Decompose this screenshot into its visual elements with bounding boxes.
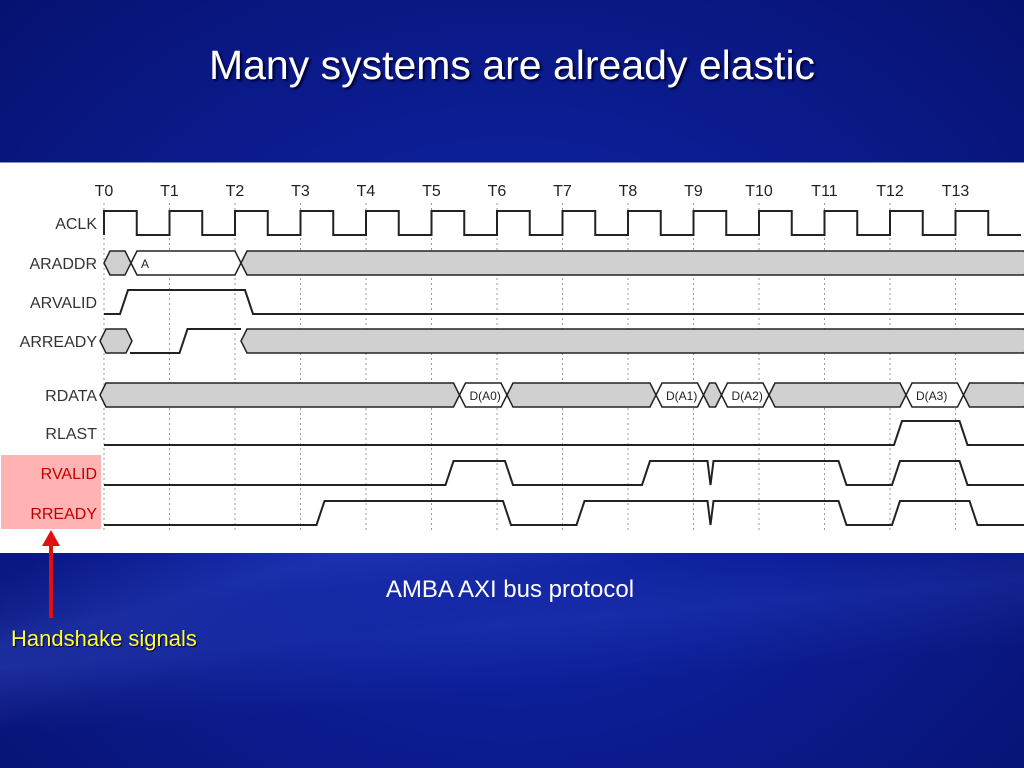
signal-label-rdata: RDATA: [45, 388, 97, 405]
rdata-grey-3: [702, 382, 723, 408]
rdata-grey-4: [768, 382, 907, 408]
tick-label-t10: T10: [745, 183, 773, 200]
tick-label-t9: T9: [684, 183, 703, 200]
tick-label-t11: T11: [811, 183, 837, 200]
signal-label-araddr: ARADDR: [29, 256, 97, 273]
rdata-value-a2-label: D(A2): [732, 389, 763, 403]
tick-label-t8: T8: [619, 183, 638, 200]
tick-label-t3: T3: [291, 183, 310, 200]
rdata-value-a0-label: D(A0): [470, 389, 501, 403]
arready-waveform: [130, 328, 241, 354]
signal-label-rvalid: RVALID: [41, 466, 97, 483]
tick-label-t0: T0: [95, 183, 114, 200]
rready-waveform: [104, 500, 1024, 526]
arready-grey-end: [240, 328, 1024, 354]
araddr-value-a-label: A: [141, 257, 149, 271]
araddr-grey-start: [103, 250, 132, 276]
rlast-waveform: [104, 420, 1024, 446]
rdata-value-a3-label: D(A3): [916, 389, 947, 403]
arrow-head-icon: [42, 530, 60, 546]
signal-label-arready: ARREADY: [20, 334, 98, 351]
arvalid-waveform: [104, 289, 1024, 315]
tick-label-t13: T13: [942, 183, 970, 200]
rdata-grey-2: [506, 382, 657, 408]
tick-label-t6: T6: [488, 183, 507, 200]
tick-label-t2: T2: [226, 183, 245, 200]
rdata-grey-1: [99, 382, 461, 408]
tick-label-t5: T5: [422, 183, 441, 200]
rvalid-waveform: [104, 460, 1024, 486]
tick-label-t7: T7: [553, 183, 572, 200]
slide-title: Many systems are already elastic: [208, 42, 816, 88]
arrow-shaft: [49, 540, 53, 618]
rdata-value-a1-label: D(A1): [666, 389, 697, 403]
signal-label-aclk: ACLK: [55, 216, 97, 233]
rdata-grey-5: [962, 382, 1024, 408]
tick-label-t1: T1: [160, 183, 179, 200]
handshake-annotation: Handshake signals: [11, 626, 197, 651]
handshake-highlight: [1, 455, 101, 529]
arready-grey-start: [99, 328, 133, 354]
tick-label-t12: T12: [876, 183, 904, 200]
signal-label-rlast: RLAST: [45, 426, 97, 443]
diagram-caption: AMBA AXI bus protocol: [385, 576, 635, 603]
signal-label-arvalid: ARVALID: [30, 295, 97, 312]
signal-label-rready: RREADY: [30, 506, 97, 523]
tick-label-t4: T4: [357, 183, 376, 200]
aclk-waveform: [103, 210, 1021, 236]
araddr-grey-end: [240, 250, 1024, 276]
